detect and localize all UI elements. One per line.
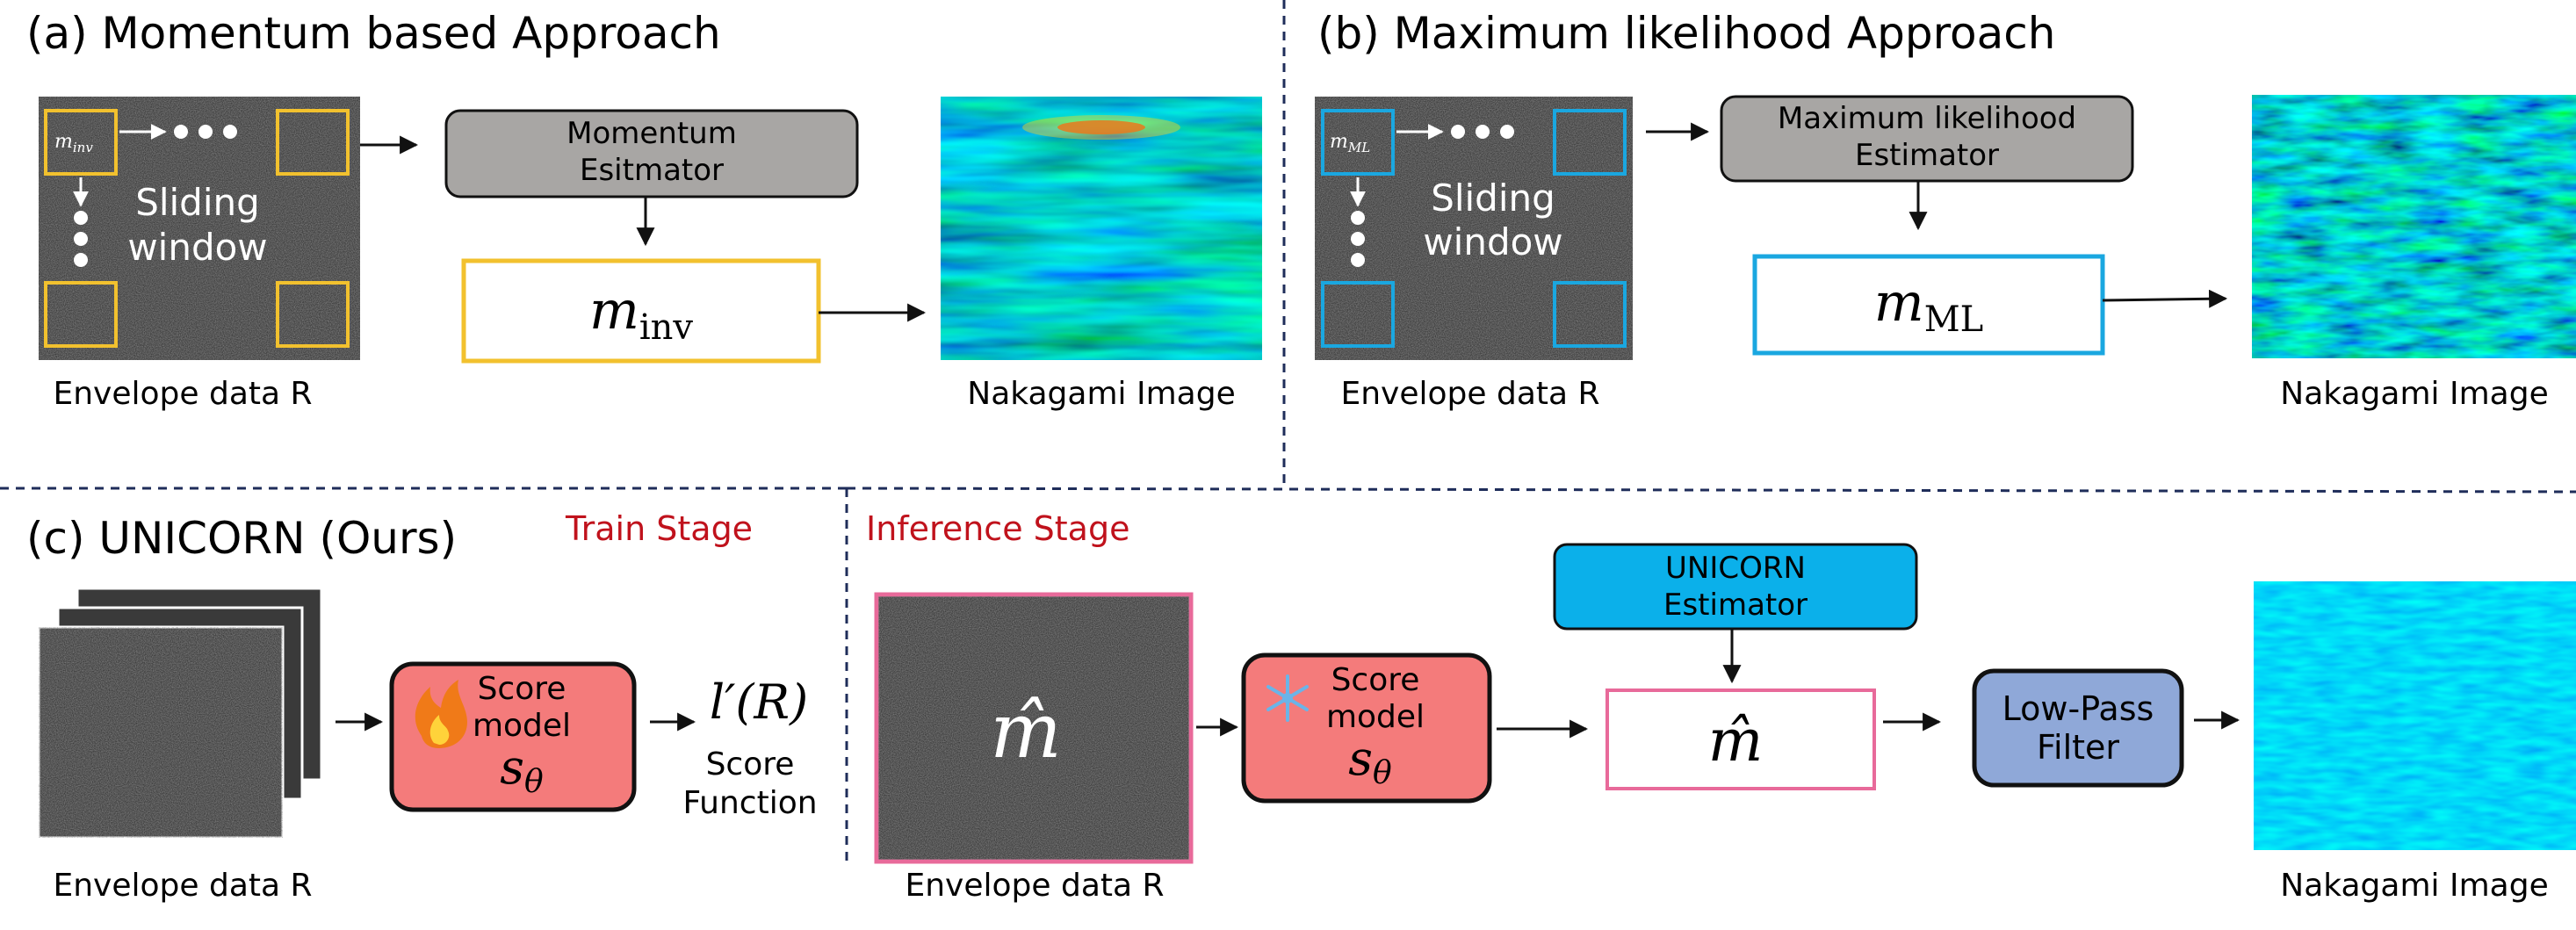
m-inv-output-box: minv	[461, 258, 821, 364]
panel-b-nakagami-caption: Nakagami Image	[2280, 376, 2548, 412]
panel-a-envelope-caption: Envelope data R	[53, 376, 312, 412]
low-pass-filter-box: Low-Pass Filter	[1972, 668, 2184, 788]
sliding-label-2: window	[1423, 220, 1562, 263]
sliding-label-2: window	[127, 226, 267, 269]
svg-text:Low-Pass: Low-Pass	[2002, 689, 2154, 728]
svg-text:minv: minv	[589, 280, 693, 348]
train-envelope-stack	[37, 587, 323, 840]
panel-c-title: (c) UNICORN (Ours)	[26, 513, 457, 564]
score-function-label-1: Score	[706, 746, 795, 782]
svg-text:Maximum likelihood: Maximum likelihood	[1778, 101, 2076, 136]
inference-stage-label: Inference Stage	[866, 509, 1129, 548]
inference-score-model-box: Score model sθ	[1241, 652, 1492, 804]
svg-text:Esitmator: Esitmator	[580, 153, 724, 188]
panel-c-nakagami-caption: Nakagami Image	[2280, 868, 2548, 904]
panel-b-envelope-image	[1315, 97, 1633, 360]
svg-text:Filter: Filter	[2037, 728, 2119, 767]
window-label: mML	[1330, 131, 1370, 155]
score-function-label-2: Function	[682, 785, 817, 821]
m-ml-output-box: mML	[1752, 254, 2105, 356]
svg-text:sθ: sθ	[1348, 731, 1392, 791]
panel-a-envelope-image	[39, 97, 360, 360]
inference-envelope-image: m̂	[874, 592, 1194, 864]
svg-text:Momentum: Momentum	[566, 116, 737, 151]
panel-b-sliding-windows: mML Sliding window	[1321, 109, 1627, 348]
score-output-symbol: l′(R)	[710, 674, 808, 730]
momentum-estimator-box: Momentum Esitmator	[444, 109, 859, 198]
window-top-right	[276, 109, 350, 176]
train-stage-label: Train Stage	[565, 509, 753, 548]
panel-a-nakagami-image	[941, 97, 1262, 360]
svg-text:Score: Score	[1331, 662, 1420, 698]
svg-text:mML: mML	[1874, 272, 1983, 340]
svg-text:Estimator: Estimator	[1663, 588, 1808, 623]
window-bottom-right	[276, 281, 350, 348]
svg-text:m̂: m̂	[1708, 707, 1764, 775]
unicorn-estimator-box: UNICORN Estimator	[1553, 543, 1918, 631]
panel-b-nakagami-image	[2252, 95, 2576, 358]
panel-a-nakagami-caption: Nakagami Image	[967, 376, 1235, 412]
svg-text:UNICORN: UNICORN	[1665, 551, 1806, 586]
snowflake-icon	[1266, 674, 1309, 722]
panel-a-sliding-windows: minv Sliding window	[44, 109, 350, 348]
inference-envelope-caption: Envelope data R	[905, 868, 1164, 904]
panel-c-nakagami-image	[2254, 581, 2576, 850]
panel-a-title: (a) Momentum based Approach	[26, 8, 721, 59]
panel-b-title: (b) Maximum likelihood Approach	[1317, 8, 2055, 59]
sliding-label-1: Sliding	[135, 181, 260, 224]
sliding-label-1: Sliding	[1431, 177, 1555, 220]
divider-horizontal-right	[846, 487, 2576, 494]
svg-text:model: model	[473, 708, 571, 744]
svg-text:model: model	[1326, 699, 1425, 735]
ml-estimator-box: Maximum likelihood Estimator	[1720, 95, 2134, 183]
panel-b-envelope-caption: Envelope data R	[1340, 376, 1599, 412]
window-top-left	[44, 109, 118, 176]
window-bottom-left	[44, 281, 118, 348]
m-hat-output-box: m̂	[1605, 688, 1876, 790]
section-dividers	[0, 0, 2576, 865]
fire-icon	[415, 680, 467, 748]
svg-text:Score: Score	[478, 671, 566, 707]
train-score-model-box: Score model sθ	[389, 661, 637, 812]
train-envelope-caption: Envelope data R	[53, 868, 312, 904]
svg-text:sθ: sθ	[500, 739, 544, 800]
svg-text:Estimator: Estimator	[1855, 138, 1999, 173]
window-label: minv	[54, 131, 93, 155]
svg-text:m̂: m̂	[990, 688, 1062, 775]
